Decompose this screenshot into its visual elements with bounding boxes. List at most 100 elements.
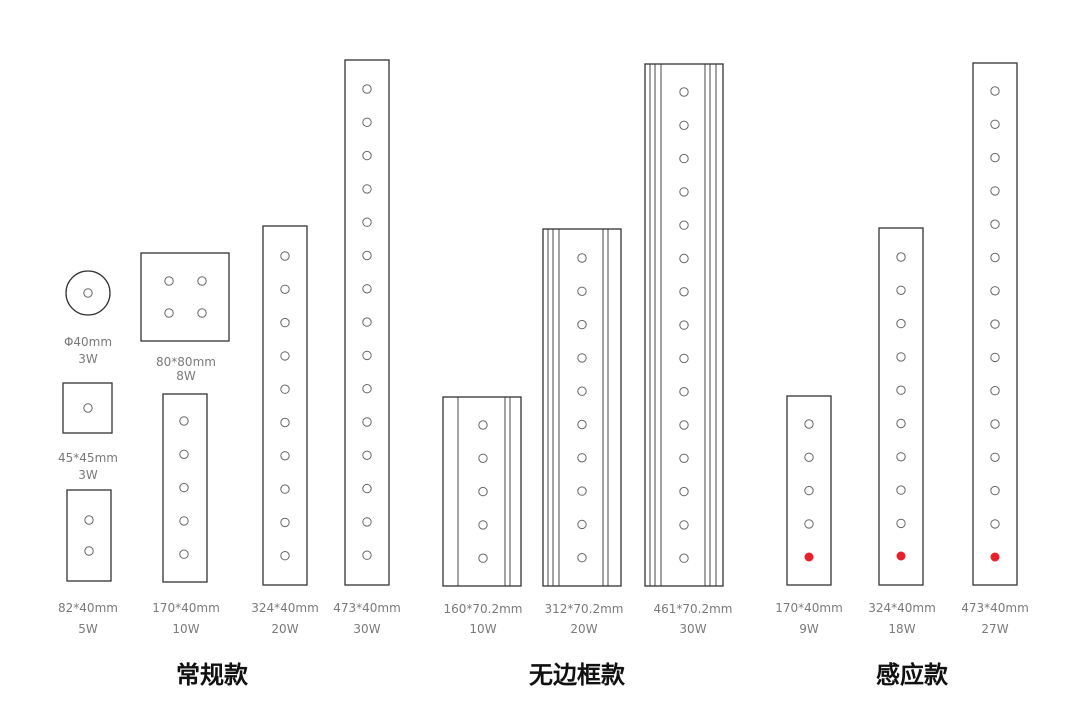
bar-panel — [344, 59, 390, 586]
led-dot — [197, 308, 207, 318]
led-dot — [362, 184, 372, 194]
spec-size-label: 324*40mm — [868, 601, 936, 615]
led-dot — [280, 517, 290, 528]
spec-size-label: 312*70.2mm — [544, 602, 624, 616]
led-dot — [577, 453, 587, 463]
led-dot — [179, 549, 189, 559]
led-dot — [164, 308, 174, 318]
led-dot — [577, 253, 587, 263]
led-dot — [280, 451, 290, 461]
led-dot — [679, 220, 689, 230]
frameless-panel — [644, 63, 724, 587]
spec-power-label: 5W — [78, 622, 98, 636]
led-dot — [179, 449, 189, 459]
led-dot — [990, 485, 1000, 496]
spec-power-label: 3W — [78, 352, 98, 366]
led-dot — [179, 482, 189, 493]
led-dot — [896, 418, 906, 429]
bar-panel — [262, 225, 308, 586]
led-dot — [577, 519, 587, 530]
spec-size-label: 82*40mm — [58, 601, 118, 615]
led-dot — [362, 483, 372, 494]
led-dot — [679, 153, 689, 164]
spec-power-label: 18W — [888, 622, 916, 636]
led-dot — [990, 519, 1000, 529]
led-dot — [679, 553, 689, 563]
spec-power-label: 10W — [469, 622, 497, 636]
led-dot — [362, 284, 372, 294]
led-dot — [804, 485, 814, 496]
led-dot — [179, 416, 189, 426]
round-panel — [65, 270, 111, 316]
spec-power-label: 20W — [570, 622, 598, 636]
led-dot — [179, 516, 189, 526]
bar-panel — [66, 489, 112, 582]
led-dot — [990, 386, 1000, 396]
spec-size-label: 461*70.2mm — [653, 602, 733, 616]
spec-power-label: 8W — [176, 369, 196, 383]
spec-power-label: 20W — [271, 622, 299, 636]
led-dot — [84, 546, 94, 556]
led-dot — [478, 486, 488, 497]
spec-size-label: 170*40mm — [152, 601, 220, 615]
led-dot — [679, 486, 689, 497]
led-dot — [164, 276, 174, 286]
led-dot — [280, 284, 290, 294]
spec-power-label: 27W — [981, 622, 1009, 636]
led-dot — [577, 419, 587, 430]
led-dot — [679, 287, 689, 297]
spec-power-label: 10W — [172, 622, 200, 636]
square-panel — [62, 382, 113, 434]
led-dot — [362, 117, 372, 128]
led-dot — [896, 352, 906, 362]
sensor-dot — [990, 552, 1000, 562]
led-dot — [577, 553, 587, 563]
led-dot — [679, 420, 689, 430]
sensor-dot — [896, 551, 906, 561]
led-dot — [478, 520, 488, 530]
led-dot — [804, 519, 814, 529]
spec-size-label: 324*40mm — [251, 601, 319, 615]
led-dot — [679, 87, 689, 97]
spec-power-label: 3W — [78, 468, 98, 482]
frameless-panel — [542, 228, 622, 587]
led-dot — [280, 384, 290, 394]
led-dot — [990, 419, 1000, 429]
led-dot — [804, 419, 814, 429]
led-dot — [362, 417, 372, 427]
led-dot — [577, 353, 587, 363]
spec-size-label: 45*45mm — [58, 451, 118, 465]
led-dot — [362, 517, 372, 527]
group-title-sensor: 感应款 — [876, 661, 948, 689]
led-dot — [362, 150, 372, 161]
led-dot — [679, 120, 689, 131]
led-dot — [896, 452, 906, 462]
led-dot — [990, 152, 1000, 163]
led-dot — [990, 119, 1000, 130]
led-dot — [362, 350, 372, 361]
led-dot — [679, 353, 689, 364]
led-dot — [990, 186, 1000, 196]
spec-power-label: 30W — [353, 622, 381, 636]
sensor-bar-panel — [878, 227, 924, 586]
led-dot — [478, 553, 488, 563]
led-dot — [84, 515, 94, 525]
led-dot — [990, 252, 1000, 263]
led-dot — [280, 317, 290, 328]
led-dot — [197, 276, 207, 286]
led-dot — [990, 319, 1000, 329]
sensor-bar-panel — [972, 62, 1018, 586]
led-dot — [679, 320, 689, 330]
led-dot — [896, 485, 906, 495]
led-dot — [804, 452, 814, 462]
led-dot — [362, 450, 372, 460]
frameless-panel — [442, 396, 522, 587]
led-dot — [577, 286, 587, 296]
led-dot — [990, 86, 1000, 96]
led-dot — [83, 288, 93, 298]
spec-size-label: 80*80mm — [156, 355, 216, 369]
bar-panel — [162, 393, 208, 583]
led-dot — [362, 84, 372, 94]
